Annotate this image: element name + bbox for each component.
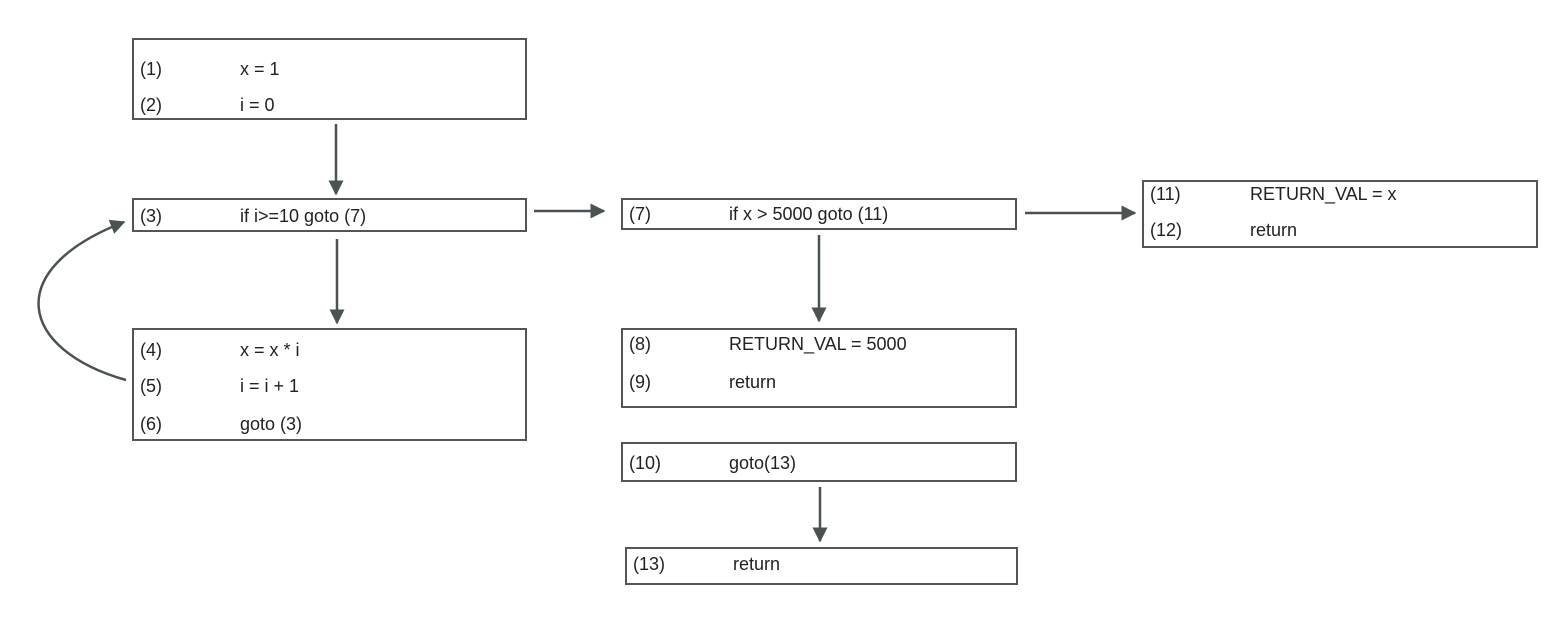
- line-number: (1): [140, 59, 162, 79]
- statement-line: (11) RETURN_VAL = x: [1150, 183, 1397, 205]
- statement-line: (12) return: [1150, 219, 1297, 241]
- line-number: (10): [629, 453, 662, 473]
- line-number: (11): [1150, 184, 1181, 204]
- basic-block-7: (13) return: [625, 547, 1018, 585]
- line-number: (4): [140, 340, 162, 360]
- loop-back-arrow: [37, 219, 127, 382]
- line-number: (3): [140, 206, 162, 226]
- line-number: (13): [633, 554, 666, 574]
- statement-code: return: [1250, 220, 1298, 240]
- basic-block-8: (11) RETURN_VAL = x (12) return: [1142, 180, 1538, 248]
- line-number: (12): [1150, 220, 1183, 240]
- statement-code: RETURN_VAL = x: [1250, 184, 1397, 204]
- line-number: (9): [629, 372, 651, 392]
- statement-line: (4) x = x * i: [140, 339, 300, 361]
- statement-line: (1) x = 1: [140, 58, 280, 80]
- statement-code: goto(13): [729, 453, 797, 473]
- statement-code: RETURN_VAL = 5000: [729, 334, 907, 354]
- line-number: (5): [140, 376, 162, 396]
- statement-line: (13) return: [633, 553, 780, 575]
- basic-block-6: (10) goto(13): [621, 442, 1017, 482]
- statement-code: goto (3): [240, 414, 303, 434]
- statement-line: (9) return: [629, 371, 776, 393]
- statement-code: x = 1: [240, 59, 280, 79]
- line-number: (7): [629, 204, 651, 224]
- statement-code: return: [729, 372, 777, 392]
- statement-code: if x > 5000 goto (11): [729, 204, 889, 224]
- basic-block-5: (8) RETURN_VAL = 5000 (9) return: [621, 328, 1017, 408]
- statement-code: x = x * i: [240, 340, 300, 360]
- statement-code: i = 0: [240, 95, 275, 115]
- statement-line: (7) if x > 5000 goto (11): [629, 203, 888, 225]
- statement-code: i = i + 1: [240, 376, 300, 396]
- statement-code: if i>=10 goto (7): [240, 206, 367, 226]
- line-number: (6): [140, 414, 162, 434]
- statement-code: return: [733, 554, 781, 574]
- statement-line: (8) RETURN_VAL = 5000: [629, 333, 907, 355]
- statement-line: (3) if i>=10 goto (7): [140, 205, 366, 227]
- statement-line: (6) goto (3): [140, 413, 302, 435]
- statement-line: (5) i = i + 1: [140, 375, 299, 397]
- basic-block-2: (3) if i>=10 goto (7): [132, 198, 527, 232]
- basic-block-1: (1) x = 1 (2) i = 0: [132, 38, 527, 120]
- statement-line: (2) i = 0: [140, 94, 275, 116]
- statement-line: (10) goto(13): [629, 452, 796, 474]
- basic-block-3: (4) x = x * i (5) i = i + 1 (6) goto (3): [132, 328, 527, 441]
- line-number: (8): [629, 334, 651, 354]
- line-number: (2): [140, 95, 162, 115]
- basic-block-4: (7) if x > 5000 goto (11): [621, 198, 1017, 230]
